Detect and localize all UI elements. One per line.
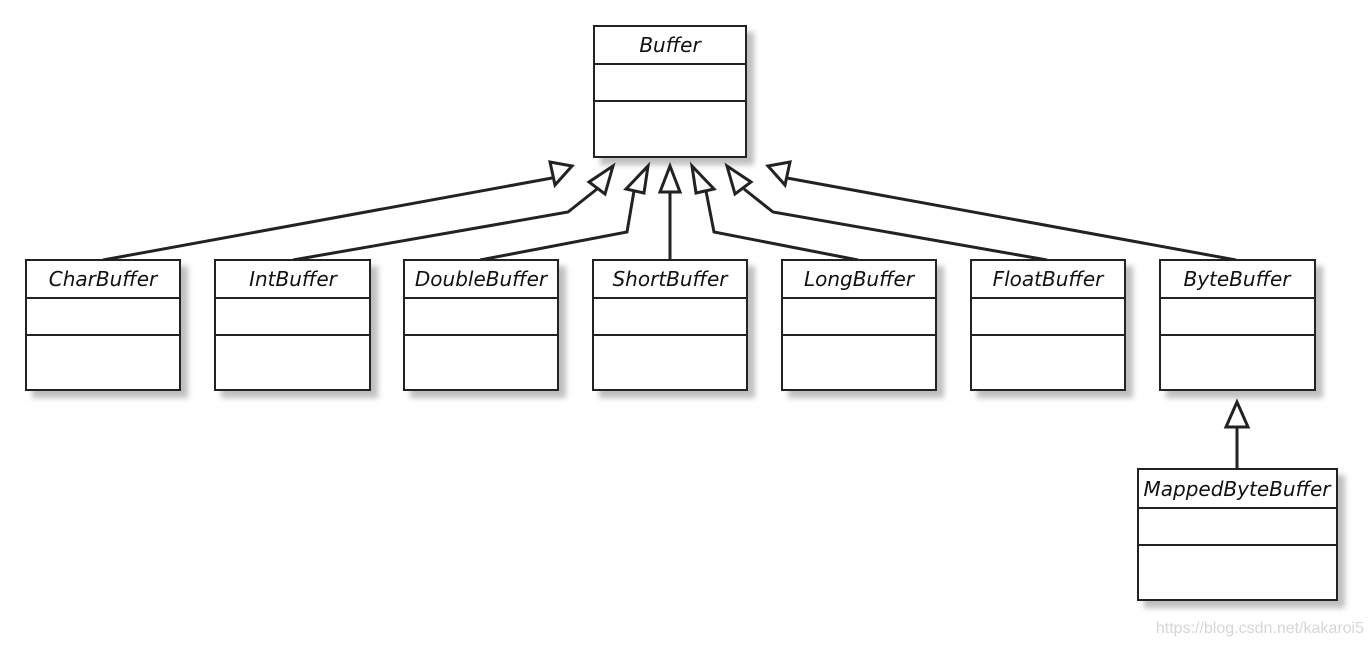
- edge-charbuffer-to-buffer: [102, 174, 564, 262]
- class-box-buffer: Buffer: [593, 25, 747, 158]
- watermark-text: https://blog.csdn.net/kakaroi5: [1155, 620, 1364, 637]
- class-name-charbuffer: CharBuffer: [49, 267, 159, 291]
- class-name-intbuffer: IntBuffer: [249, 267, 339, 291]
- class-name-floatbuffer: FloatBuffer: [993, 267, 1106, 291]
- class-name-buffer: Buffer: [639, 33, 702, 57]
- arrowhead-mappedbytebuffer: [1223, 398, 1251, 429]
- arrowhead-doublebuffer: [623, 161, 651, 195]
- arrowheads: [548, 160, 1251, 429]
- class-name-longbuffer: LongBuffer: [804, 267, 916, 291]
- edge-floatbuffer-to-buffer: [743, 187, 1048, 262]
- class-box-intbuffer: IntBuffer: [214, 259, 371, 391]
- inheritance-arrows: [102, 174, 1239, 469]
- class-box-longbuffer: LongBuffer: [781, 259, 937, 391]
- arrowhead-charbuffer: [548, 160, 575, 189]
- arrowhead-bytebuffer: [765, 160, 792, 189]
- edge-bytebuffer-to-buffer: [775, 174, 1237, 262]
- edge-intbuffer-to-buffer: [292, 187, 598, 262]
- arrowhead-longbuffer: [689, 161, 717, 195]
- class-box-bytebuffer: ByteBuffer: [1159, 259, 1316, 391]
- edge-longbuffer-to-buffer: [704, 190, 859, 262]
- arrowhead-shortbuffer: [657, 161, 683, 194]
- class-name-doublebuffer: DoubleBuffer: [415, 267, 549, 291]
- class-name-mappedbytebuffer: MappedByteBuffer: [1144, 477, 1333, 501]
- class-name-bytebuffer: ByteBuffer: [1183, 267, 1292, 291]
- class-name-shortbuffer: ShortBuffer: [612, 267, 729, 291]
- arrowhead-floatbuffer: [724, 162, 754, 197]
- class-box-floatbuffer: FloatBuffer: [970, 259, 1126, 391]
- arrowhead-intbuffer: [586, 162, 616, 197]
- class-box-charbuffer: CharBuffer: [25, 259, 181, 391]
- class-box-mappedbytebuffer: MappedByteBuffer: [1137, 468, 1338, 601]
- class-box-shortbuffer: ShortBuffer: [592, 259, 748, 391]
- edge-doublebuffer-to-buffer: [479, 190, 636, 262]
- class-box-doublebuffer: DoubleBuffer: [403, 259, 559, 391]
